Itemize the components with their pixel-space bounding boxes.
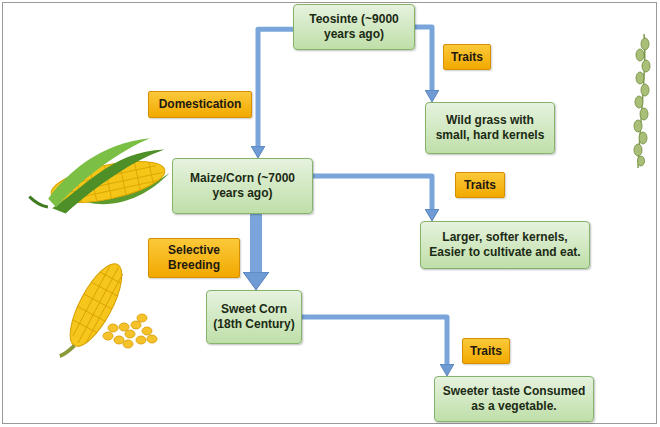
node-text: Larger, softer kernels, Easier to cultiv…: [426, 230, 584, 259]
teosinte-illustration: [634, 34, 650, 168]
corn-illustration: [22, 135, 173, 221]
node-text: Wild grass with small, hard kernels: [431, 113, 549, 142]
stage-box: Maize/Corn (~7000 years ago): [172, 158, 313, 214]
tag-box: Domestication: [148, 91, 252, 118]
node-text: Selective Breeding: [154, 243, 234, 272]
node-text: Sweeter taste Consumed as a vegetable.: [440, 384, 588, 413]
node-text: Sweet Corn (18th Century): [212, 302, 296, 331]
tag-box: Traits: [455, 172, 505, 198]
frame: [3, 3, 657, 424]
kernels-illustration: [103, 314, 157, 348]
tag-box: Traits: [443, 44, 491, 70]
stage-box: Larger, softer kernels, Easier to cultiv…: [420, 221, 590, 269]
node-text: Traits: [470, 344, 502, 359]
node-text: Maize/Corn (~7000 years ago): [178, 171, 307, 200]
stage-box: Sweeter taste Consumed as a vegetable.: [434, 376, 594, 422]
stage-box: Teosinte (~9000 years ago): [293, 4, 415, 50]
node-text: Teosinte (~9000 years ago): [299, 12, 409, 41]
node-text: Traits: [464, 178, 496, 193]
node-text: Domestication: [159, 97, 242, 112]
sweet-corn-illustration: [53, 257, 132, 367]
flow-arrow: [302, 317, 447, 364]
flow-arrow: [258, 29, 293, 146]
stage-box: Wild grass with small, hard kernels: [425, 102, 555, 154]
tag-box: Traits: [462, 338, 510, 364]
tag-box: Selective Breeding: [148, 238, 240, 278]
stage-box: Sweet Corn (18th Century): [206, 290, 302, 344]
node-text: Traits: [451, 50, 483, 65]
flow-arrow: [313, 176, 432, 209]
breeding-arrow: [250, 214, 262, 272]
flow-arrow: [415, 27, 432, 90]
